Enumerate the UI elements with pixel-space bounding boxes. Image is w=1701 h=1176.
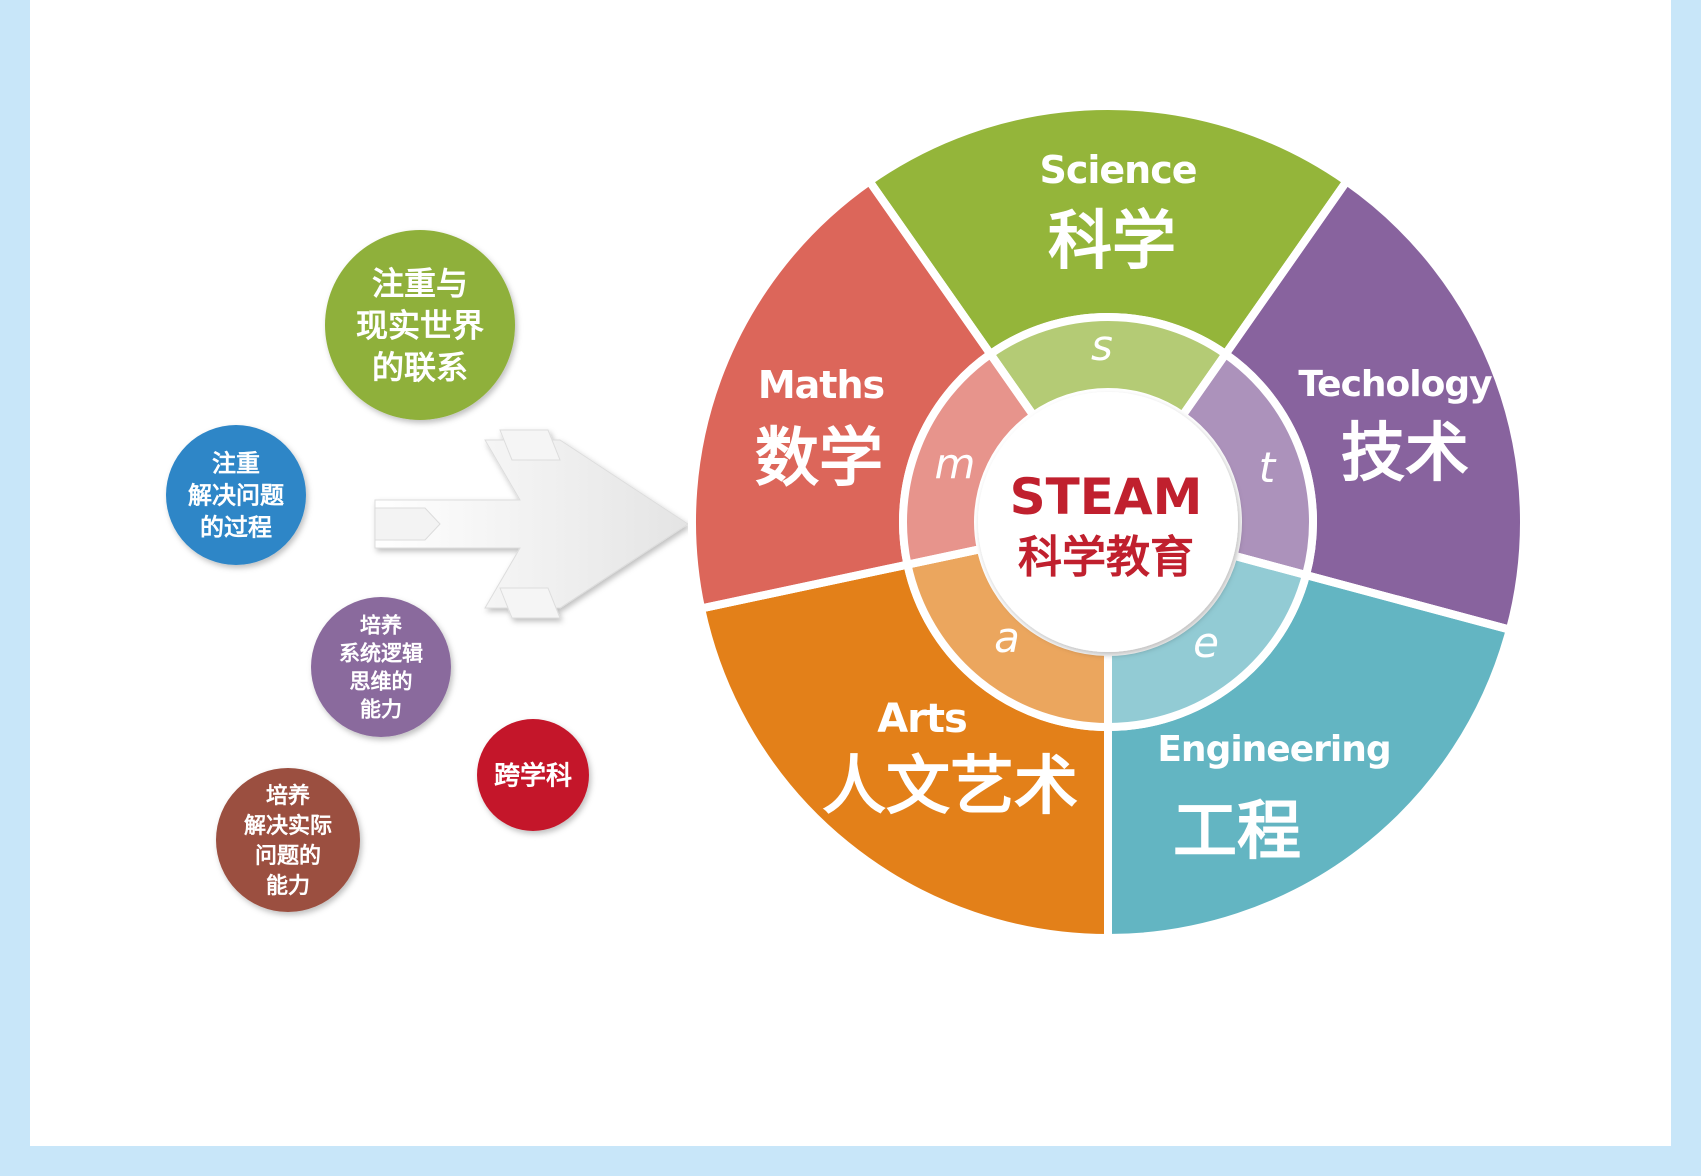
bubble-text: 现实世界	[356, 307, 484, 345]
bubble-text: 培养	[266, 783, 310, 809]
bubble-circle	[477, 719, 589, 831]
bubble-text: 的过程	[200, 514, 272, 542]
center-circle	[978, 392, 1238, 652]
segment-arts-zh: 人文艺术	[822, 750, 1078, 824]
center-title: STEAM	[1010, 468, 1203, 526]
bubble-text: 能力	[360, 698, 402, 722]
segment-technology-en: Techology	[1298, 364, 1492, 405]
segment-science-zh: 科学	[1048, 205, 1176, 279]
steam-center: STEAM 科学教育	[978, 392, 1238, 652]
bubble-text: 跨学科	[494, 760, 572, 791]
segment-divider	[696, 545, 982, 614]
segment-engineering-zh: 工程	[1173, 795, 1301, 869]
bubble-text: 解决实际	[244, 813, 332, 839]
segment-science: Science 科学 s	[863, 102, 1353, 422]
segment-arts: Arts 人文艺术 a	[696, 544, 1112, 943]
bubble-circle	[311, 597, 451, 737]
segment-technology-letter: t	[1259, 443, 1277, 492]
segment-arts-en: Arts	[877, 696, 967, 742]
segment-engineering-en: Engineering	[1157, 729, 1390, 770]
segment-divider	[1179, 175, 1353, 418]
bubble-text: 培养	[360, 614, 402, 638]
feature-bubbles: 注重与现实世界的联系注重解决问题的过程培养系统逻辑思维的能力跨学科培养解决实际问…	[166, 230, 589, 912]
bubble-text: 系统逻辑	[339, 642, 423, 666]
segment-maths: Maths 数学 m	[688, 175, 1040, 614]
segment-science-en: Science	[1039, 148, 1196, 192]
bubble-circle	[325, 230, 515, 420]
arrow-right-icon	[374, 429, 689, 619]
bubble-cross: 跨学科	[477, 719, 589, 831]
bubble-text: 问题的	[255, 843, 321, 869]
segment-engineering: Engineering 工程 e	[1104, 550, 1515, 943]
bubble-text: 的联系	[372, 349, 468, 387]
bubble-text: 注重	[212, 450, 260, 478]
segment-maths-letter: m	[935, 439, 976, 488]
segment-maths-en: Maths	[758, 363, 884, 407]
steam-wheel: Science科学sTechology技术tEngineering工程eArts…	[688, 102, 1528, 943]
segment-maths-zh: 数学	[755, 422, 883, 496]
segment-science-letter: s	[1091, 321, 1113, 370]
bubble-text: 注重与	[372, 265, 468, 303]
segment-technology-zh: 技术	[1341, 417, 1469, 491]
center-subtitle: 科学教育	[1018, 532, 1194, 583]
bubble-circle	[166, 425, 306, 565]
bubble-text: 能力	[266, 873, 310, 899]
segment-divider	[863, 175, 1037, 418]
segment-engineering-letter: e	[1193, 618, 1219, 667]
bubble-circle	[216, 768, 360, 912]
bubble-text: 解决问题	[188, 482, 284, 510]
segment-arts-letter: a	[994, 613, 1020, 662]
bubble-text: 思维的	[350, 670, 413, 694]
segment-divider	[1232, 551, 1515, 635]
